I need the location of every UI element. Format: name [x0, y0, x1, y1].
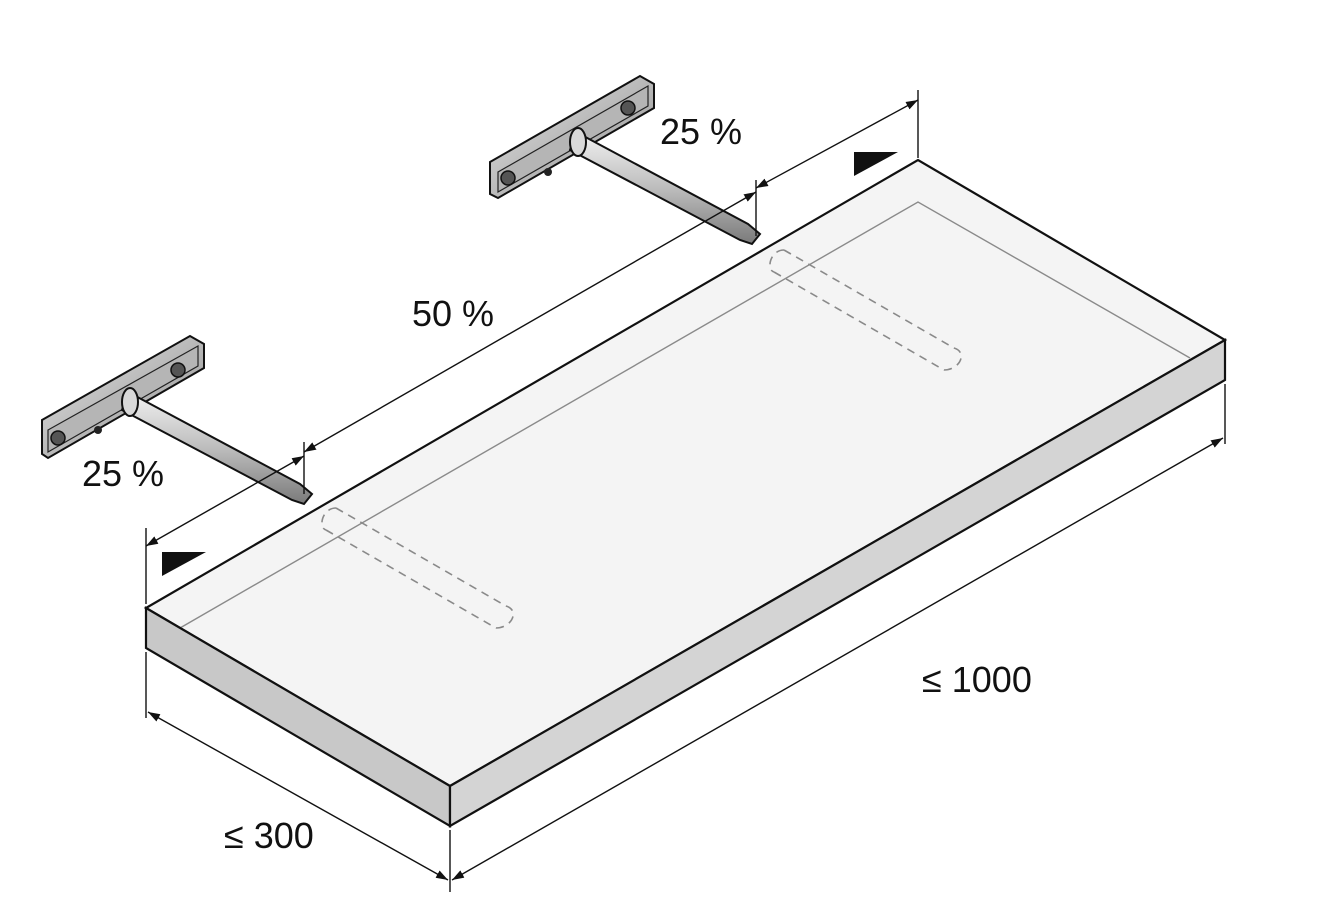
drill-hole-right	[769, 249, 962, 371]
bracket-left-screw-left	[50, 430, 66, 446]
dimension-lines	[145, 90, 1226, 892]
bracket-right-rod-base	[569, 127, 587, 157]
bracket-left-hole	[94, 426, 102, 434]
bracket-right	[489, 74, 762, 246]
wedge-marker-right	[854, 152, 898, 176]
dim-line-right-offset	[755, 99, 919, 189]
dim-line-length	[451, 437, 1224, 881]
dim-line-middle-spacing	[303, 191, 757, 453]
label-middle-spacing: 50 %	[412, 293, 495, 334]
bracket-right-screw-left	[500, 170, 516, 186]
bracket-left-screw-right	[170, 362, 186, 378]
bracket-left-rod-base	[121, 387, 139, 417]
dim-line-depth	[147, 711, 449, 881]
label-top-right-offset: 25 %	[660, 111, 743, 152]
bracket-right-hole	[544, 168, 552, 176]
wedge-marker-left	[162, 552, 206, 576]
dim-line-left-offset	[145, 455, 305, 547]
shelf-top-inner-edge	[179, 201, 1191, 629]
bracket-right-screw-right	[620, 100, 636, 116]
label-depth-limit: ≤ 300	[224, 815, 314, 856]
label-left-offset: 25 %	[82, 453, 165, 494]
label-length-limit: ≤ 1000	[922, 659, 1032, 700]
